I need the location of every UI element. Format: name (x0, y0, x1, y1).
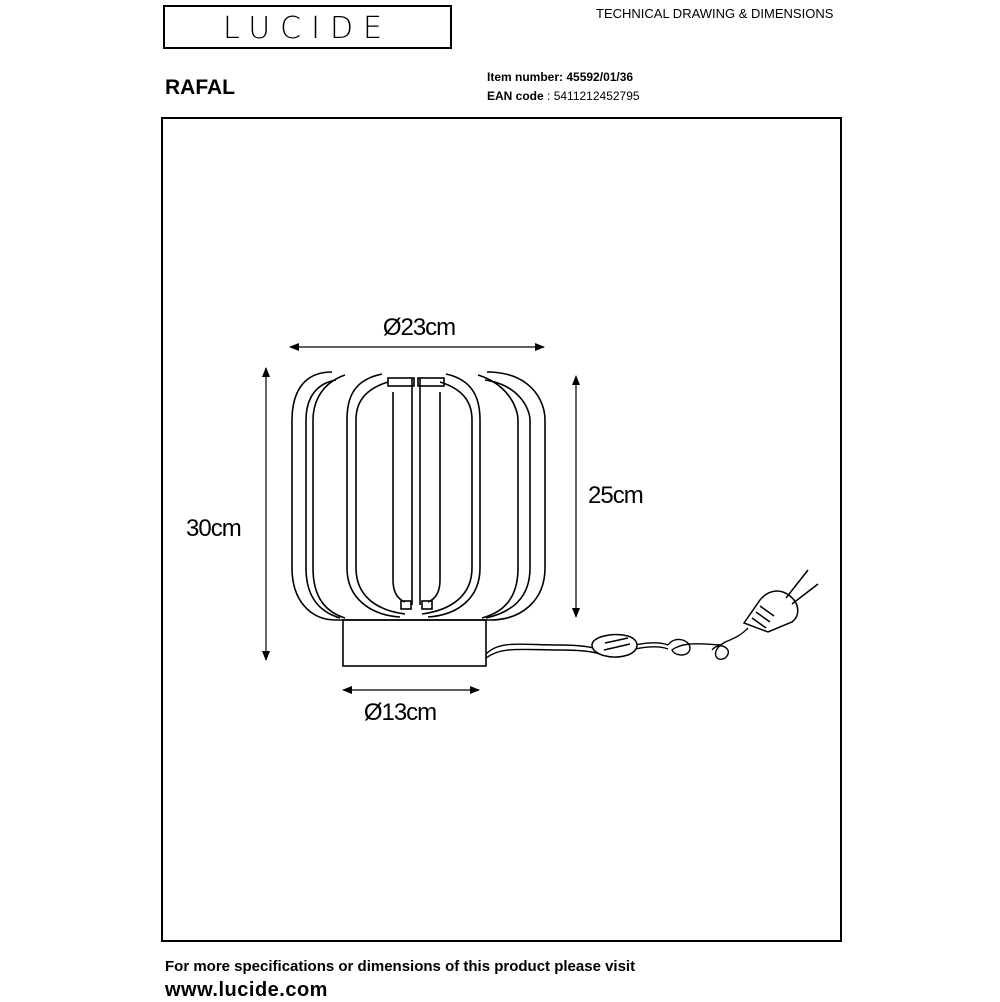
ean-label: EAN code (487, 89, 544, 103)
footer-text: For more specifications or dimensions of… (165, 958, 636, 975)
shade-height-label: 25cm (588, 482, 643, 509)
ean-value: 5411212452795 (553, 89, 640, 103)
drawing-frame (161, 117, 842, 942)
base-diameter-label: Ø13cm (364, 699, 436, 726)
item-number-line: Item number: 45592/01/36 (487, 70, 633, 84)
document-title: TECHNICAL DRAWING & DIMENSIONS (596, 6, 834, 21)
lamp-shade (291, 371, 546, 621)
lamp-base (342, 619, 487, 667)
power-cable (485, 627, 749, 660)
ean-line: EAN code : 5411212452795 (487, 89, 640, 103)
power-plug (742, 569, 819, 633)
item-number-label: Item number: (487, 70, 564, 84)
footer-website-link[interactable]: www.lucide.com (165, 979, 328, 1001)
shade-diameter-label: Ø23cm (383, 314, 455, 341)
brand-logo: LUCIDE (163, 5, 452, 49)
inline-switch (591, 633, 638, 658)
brand-logo-text: LUCIDE (222, 11, 393, 46)
total-height-label: 30cm (186, 515, 241, 542)
product-name: RAFAL (165, 76, 235, 99)
item-number-value: 45592/01/36 (566, 70, 634, 84)
